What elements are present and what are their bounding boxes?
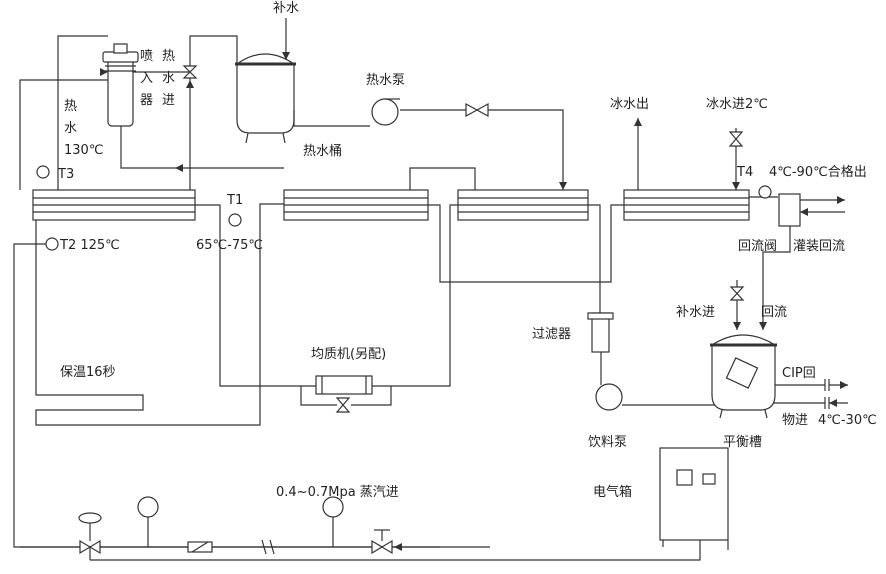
label-t4: T4 — [736, 165, 753, 180]
label-qualified-out: 4℃-90℃合格出 — [769, 164, 867, 180]
label-hot-130-1: 热 — [64, 99, 77, 114]
valves — [78, 65, 745, 555]
label-hold-16s: 保温16秒 — [60, 365, 116, 380]
hot-water-tank — [235, 53, 296, 144]
label-hot-130-3: 130℃ — [64, 143, 103, 158]
valve-steam-1 — [79, 539, 101, 555]
label-temp-4-30: 4℃-30℃ — [818, 413, 877, 428]
hot-water-pump — [371, 98, 399, 126]
label-ice-water-out: 冰水出 — [610, 97, 649, 112]
label-hot-water-pump: 热水泵 — [366, 73, 405, 88]
label-beverage-pump: 饮料泵 — [588, 435, 627, 450]
label-t1: T1 — [226, 193, 243, 208]
electrical-box — [659, 447, 729, 541]
homogenizer — [315, 375, 373, 395]
label-ice-water-in: 冰水进2℃ — [706, 97, 768, 112]
pressure-gauge-1 — [137, 496, 159, 518]
heat-exchanger-2 — [283, 189, 429, 221]
heat-exchanger-3 — [457, 189, 589, 221]
label-nozzle-2: 入 — [140, 71, 153, 86]
sensor-t4 — [758, 185, 772, 199]
sensor-t1 — [228, 213, 242, 227]
label-return-flow: 回流 — [761, 305, 787, 320]
sensors — [36, 165, 772, 518]
label-hot-water-tank: 热水桶 — [303, 144, 342, 159]
label-nozzle-1: 喷 — [140, 49, 153, 64]
label-temp-65-75: 65℃-75℃ — [196, 238, 263, 253]
beverage-pump — [595, 383, 623, 411]
valve-ice-water — [728, 131, 744, 147]
label-t2: T2 125℃ — [59, 238, 120, 253]
pressure-gauge-2 — [322, 496, 344, 518]
label-hot-130-2: 水 — [64, 121, 77, 136]
label-make-up-water-in: 补水进 — [676, 305, 715, 320]
label-cip-return: CIP回 — [782, 366, 816, 381]
valve-makeup — [729, 286, 745, 301]
label-return-valve: 回流阀 — [738, 239, 777, 254]
return-valve — [778, 193, 801, 227]
label-material-in: 物进 — [782, 413, 808, 428]
valve-steam-2 — [371, 539, 393, 555]
label-hot-inlet-1: 热 — [162, 49, 175, 64]
label-electrical-box: 电气箱 — [593, 484, 632, 500]
steam-injector — [102, 43, 139, 127]
label-hot-inlet-2: 水 — [162, 71, 175, 86]
valve-pump-line — [465, 102, 489, 118]
sensor-t2 — [45, 237, 59, 251]
label-balance-tank: 平衡槽 — [723, 435, 762, 450]
labels: 补水 喷 入 器 热 水 进 热 水 130℃ T3 T1 T2 125℃ 65… — [57, 1, 877, 500]
label-homogenizer: 均质机(另配) — [311, 347, 386, 362]
equipment — [187, 98, 830, 555]
label-t3: T3 — [57, 167, 74, 182]
label-hot-inlet-3: 进 — [162, 93, 175, 108]
valve-homogenizer-bypass — [335, 397, 351, 413]
label-nozzle-3: 器 — [140, 93, 153, 108]
heat-exchanger-4 — [623, 189, 750, 221]
label-filling-return: 灌装回流 — [793, 239, 845, 254]
label-make-up-water-top: 补水 — [273, 1, 299, 16]
label-steam-in: 0.4~0.7Mpa 蒸汽进 — [276, 485, 399, 500]
heat-exchanger-1 — [32, 189, 196, 221]
flow-arrows — [100, 52, 848, 551]
valve-hot-inlet — [182, 65, 198, 79]
label-filter: 过滤器 — [532, 327, 571, 342]
sensor-t3 — [36, 165, 50, 179]
